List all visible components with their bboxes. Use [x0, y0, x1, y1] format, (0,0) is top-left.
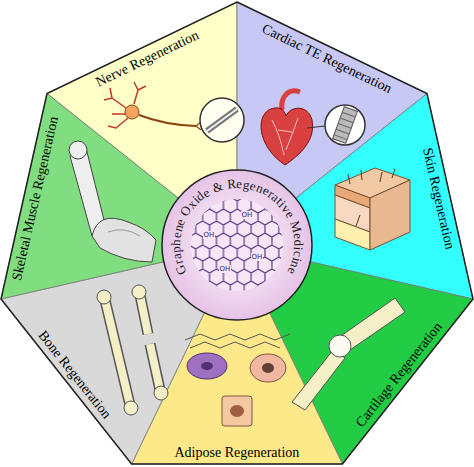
bones-drawing — [154, 386, 168, 400]
bones-drawing — [105, 300, 130, 405]
arm-drawing — [108, 230, 140, 236]
skin-block-drawing — [348, 169, 395, 226]
heart-drawing — [261, 91, 365, 165]
title-letter: R — [226, 177, 236, 192]
heart-drawing — [333, 107, 358, 144]
adipose-cells-drawing — [201, 362, 213, 370]
neuron-drawing — [139, 115, 196, 126]
adipose-cells-drawing — [187, 353, 227, 379]
arm-drawing — [69, 141, 156, 262]
title-letter: p — [169, 246, 183, 254]
skin-block-drawing — [335, 168, 410, 250]
heart-drawing — [334, 112, 355, 139]
bones-drawing — [150, 344, 160, 390]
title-letter: d — [291, 240, 305, 247]
bones-drawing — [132, 285, 146, 299]
bones-drawing — [140, 295, 148, 334]
group-label: OH — [203, 231, 216, 239]
neuron-drawing — [200, 98, 244, 142]
title-letter: & — [210, 179, 224, 196]
heart-drawing — [272, 118, 298, 155]
title-letter: e — [290, 232, 305, 240]
skin-block-drawing — [335, 219, 370, 250]
arm-drawing — [92, 218, 156, 262]
neuron-drawing — [104, 82, 244, 142]
adipose-cells-drawing — [185, 334, 290, 426]
knee-drawing — [329, 335, 351, 357]
group-label: OH — [251, 253, 264, 261]
neuron-drawing — [207, 109, 237, 131]
heart-drawing — [261, 108, 313, 165]
heart-drawing — [325, 105, 365, 145]
bones-drawing — [97, 290, 111, 304]
bones-drawing — [105, 300, 130, 405]
skin-block-drawing — [370, 180, 410, 250]
title-letter: e — [236, 177, 242, 191]
title-letter: M — [287, 219, 304, 234]
bones-drawing — [124, 401, 138, 415]
adipose-cells-drawing — [185, 334, 290, 340]
adipose-cells-drawing — [250, 354, 286, 382]
neuron-drawing — [207, 109, 237, 131]
arm-drawing — [69, 141, 87, 159]
knee-drawing — [292, 350, 345, 410]
group-label: OH — [241, 211, 254, 219]
graphene-circle — [161, 169, 313, 321]
heart-drawing — [282, 91, 300, 110]
sector-label-box: Adipose Regeneration — [175, 444, 300, 461]
group-label: OH — [219, 265, 232, 273]
adipose-cells-drawing — [222, 396, 252, 426]
sector-label: Adipose Regeneration — [175, 445, 300, 460]
adipose-cells-drawing — [262, 363, 274, 373]
bones-drawing — [140, 295, 148, 334]
neuron-drawing — [125, 105, 139, 119]
adipose-cells-drawing — [230, 405, 244, 417]
adipose-cells-drawing — [190, 342, 280, 348]
bones-drawing — [97, 285, 168, 415]
curved-title: Graphene Oxide & Regenerative Medicine — [161, 169, 313, 321]
neuron-drawing — [104, 82, 146, 128]
lattice-ground — [191, 199, 283, 291]
circle-outline — [162, 170, 312, 320]
center-circle: Graphene Oxide & Regenerative MedicineOH… — [161, 169, 313, 321]
title-letter: h — [169, 239, 183, 246]
graphene-lattice — [191, 199, 283, 291]
heart-drawing — [307, 126, 325, 128]
bones-drawing — [150, 344, 160, 390]
